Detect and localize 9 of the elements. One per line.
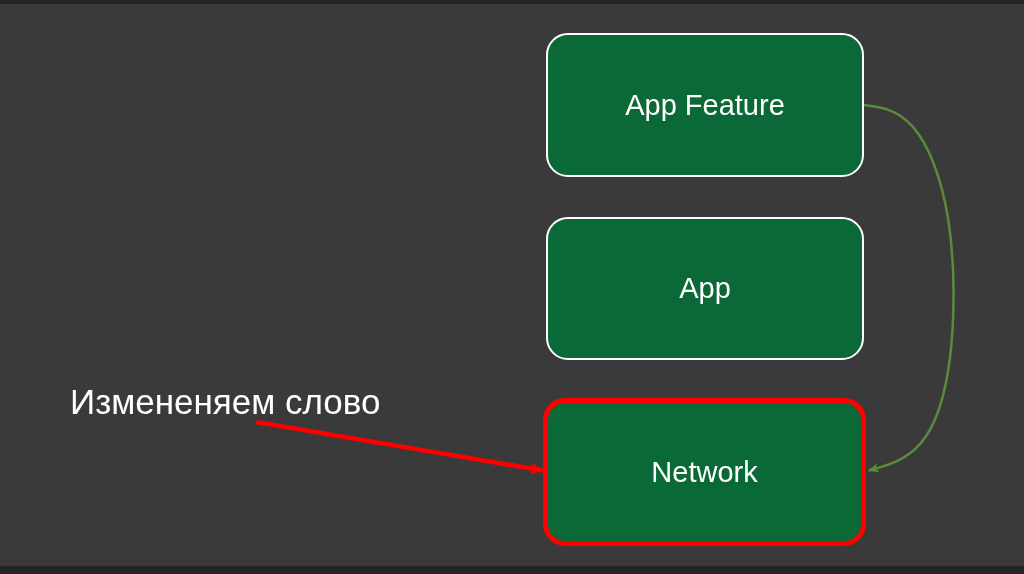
- box-label: App: [679, 272, 731, 305]
- process-box: [546, 33, 864, 177]
- box-label: Network: [651, 455, 758, 489]
- process-box: [546, 217, 864, 360]
- box-label: App Feature: [625, 88, 785, 122]
- curved-arrow: [863, 103, 955, 473]
- leader-arrow: [255, 419, 545, 474]
- highlighted-process-box: [543, 398, 866, 546]
- annotation-text: Измененяем слово: [70, 382, 381, 422]
